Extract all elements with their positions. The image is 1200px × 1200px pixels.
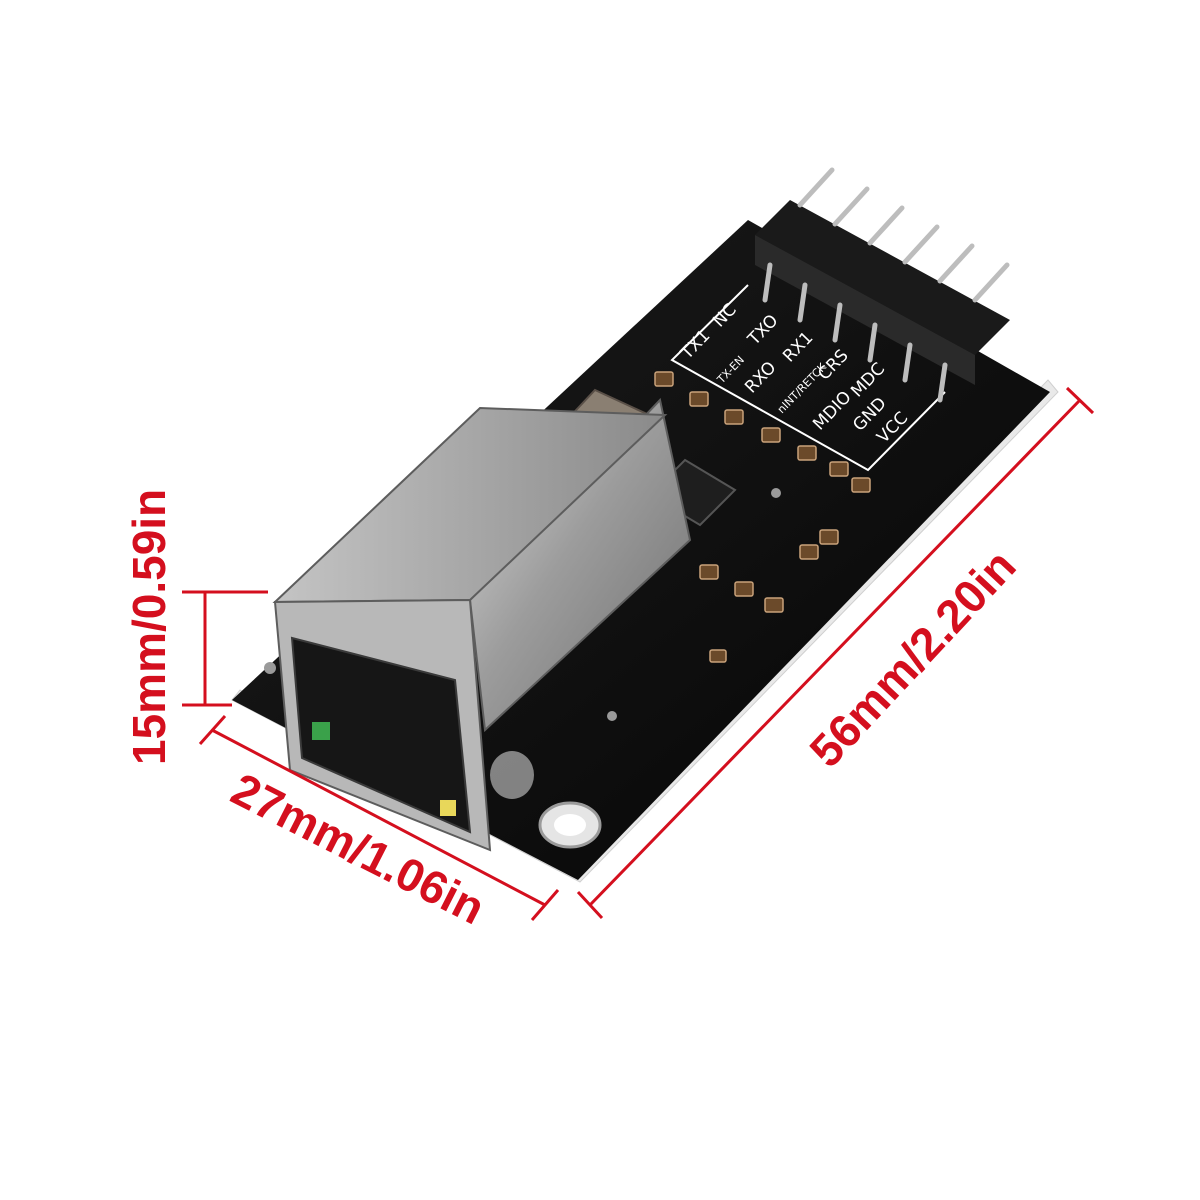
height-label: 15mm/0.59in	[123, 489, 175, 765]
led-green	[312, 722, 330, 740]
header-body-front	[755, 235, 975, 385]
pcb-edge	[231, 379, 1059, 883]
dimension-lines	[182, 386, 1095, 921]
silkscreen-outline	[670, 284, 946, 472]
header-body	[755, 200, 1010, 355]
rj45-jack	[272, 397, 692, 852]
led-yellow	[440, 800, 456, 816]
smd-components	[654, 371, 871, 663]
mounting-holes	[264, 488, 781, 849]
header-pins	[762, 167, 1010, 403]
pin-header	[755, 167, 1010, 403]
